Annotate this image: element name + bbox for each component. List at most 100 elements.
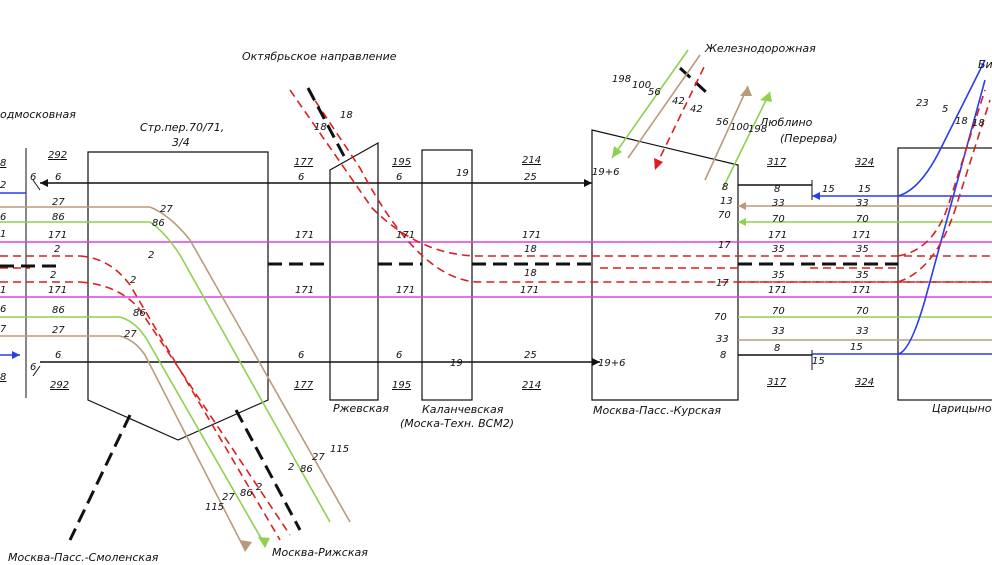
station-lyublino-2: (Перерва) (780, 132, 838, 145)
num-171-col2-top: 171 (295, 230, 314, 241)
arrow-rizhskaya-green (258, 537, 270, 548)
num-115-lower-left: 115 (205, 502, 224, 513)
num-42-zhd-1: 42 (672, 96, 685, 107)
num-317-bottom: 317 (767, 377, 787, 388)
num-33-col5-top: 33 (772, 198, 785, 209)
num-171-col4-top: 171 (522, 230, 541, 241)
num-171-bottom: 171 (48, 285, 67, 296)
num-15-col6-bottom: 15 (850, 342, 863, 353)
num-6-col2-bottom: 6 (298, 350, 304, 361)
arrow-zhd-tan (740, 86, 752, 96)
num-171-col2-bottom: 171 (295, 285, 314, 296)
num-19p6-bottom: 19+6 (598, 358, 625, 369)
num-2-top: 2 (54, 244, 60, 255)
num-8-col5-bottom: 8 (774, 343, 780, 354)
num-15-arrow-bottom: 15 (812, 356, 825, 367)
station-smolenskaya: Москва-Пасс.-Смоленская (8, 551, 159, 564)
split-marks (25, 148, 813, 398)
num-27-diag: 27 (160, 204, 173, 215)
diagonal-lines-left (79, 206, 351, 551)
station-rzhevskaya: Ржевская (333, 402, 389, 415)
num-33-kurskaya: 33 (716, 334, 729, 345)
num-19p6-top: 19+6 (592, 167, 619, 178)
station-kalanchevskaya-1: Каланчевская (422, 403, 504, 416)
num-86-diag-bottom: 86 (133, 308, 146, 319)
num-6-bottom: 6 (55, 350, 61, 361)
num-86-lower-left: 86 (240, 488, 253, 499)
num-100-zhd-right: 100 (730, 122, 749, 133)
num-56-zhd: 56 (648, 87, 661, 98)
num-70-kurskaya-top: 70 (718, 210, 731, 221)
num-27-bottom: 27 (52, 325, 65, 336)
horizontal-lines (0, 182, 992, 363)
num-27-top: 27 (52, 197, 65, 208)
num-324-bottom: 324 (855, 377, 874, 388)
num-18-okt-2: 18 (314, 122, 327, 133)
num-35-col6-bottom: 35 (856, 270, 869, 281)
arrow-left-blue (812, 192, 820, 200)
station-str-line2: 3/4 (172, 136, 190, 149)
box-kurskaya (591, 129, 739, 401)
num-left-1-bottom: 1 (0, 285, 6, 296)
flow-arrows (12, 86, 820, 552)
red-dashed-lines (0, 89, 992, 283)
station-bi: Би (978, 58, 992, 71)
arrow-right-blue (12, 351, 20, 359)
num-6-col3-bottom: 6 (396, 350, 402, 361)
station-kurskaya: Москва-Пасс.-Курская (593, 404, 721, 417)
arrow-right-black (592, 358, 600, 366)
num-171-col3-bottom: 171 (396, 285, 415, 296)
num-292-bottom: 292 (50, 380, 69, 391)
num-18-right-2: 18 (972, 118, 985, 129)
station-boxes (87, 129, 992, 441)
num-317-top: 317 (767, 157, 787, 168)
num-177-bottom: 177 (294, 380, 314, 391)
num-25-bottom: 25 (524, 350, 537, 361)
diagonal-lines-right (611, 49, 991, 355)
num-198-zhd: 198 (612, 74, 631, 85)
num-6-col3-top: 6 (396, 172, 402, 183)
num-2-diag-top: 2 (148, 250, 154, 261)
num-195-top: 195 (392, 157, 411, 168)
num-171-col3-top: 171 (396, 230, 415, 241)
num-100-zhd: 100 (632, 80, 651, 91)
num-23-right: 23 (916, 98, 929, 109)
num-171-col5-top: 171 (768, 230, 787, 241)
num-171-col6-bottom: 171 (852, 285, 871, 296)
num-115-lower-right: 115 (330, 444, 349, 455)
num-70-col5-bottom: 70 (772, 306, 785, 317)
station-podmoskovnaya: одмосковная (0, 108, 76, 121)
arrow-right-black-kurskaya (584, 179, 592, 187)
station-zheleznodorozhnaya: Железнодорожная (704, 42, 816, 55)
station-kalanchevskaya-2: (Моска-Техн. ВСМ2) (400, 417, 514, 430)
line-red-lower (307, 89, 992, 283)
num-171-col4-bottom: 171 (520, 285, 539, 296)
num-2-bottom: 2 (50, 270, 56, 281)
num-70-kurskaya-bottom: 70 (714, 312, 727, 323)
num-171-top: 171 (48, 230, 67, 241)
num-17-kurskaya-bottom: 17 (716, 278, 729, 289)
arrow-zhd-red (654, 158, 663, 170)
rail-segments (0, 66, 898, 541)
box-str-per (87, 151, 269, 441)
num-198-zhd-right: 198 (748, 124, 767, 135)
num-214-top: 214 (522, 155, 541, 166)
arrow-zhd-green (612, 146, 622, 158)
num-35-col6-top: 35 (856, 244, 869, 255)
num-6-bottom-arrow: 6 (30, 362, 36, 373)
box-rzhevskaya (329, 141, 379, 401)
num-left-7: 7 (0, 324, 7, 335)
num-6-top-arrow: 6 (30, 172, 36, 183)
num-left-2: 2 (0, 180, 6, 191)
num-324-top: 324 (855, 157, 874, 168)
num-left-6-bottom: 6 (0, 304, 6, 315)
num-86-diag: 86 (152, 218, 165, 229)
arrow-left-green (738, 218, 746, 226)
num-177-top: 177 (294, 157, 314, 168)
box-tsaritsyno (897, 147, 992, 401)
num-8-kurskaya-bottom: 8 (720, 350, 726, 361)
num-6-top: 6 (55, 172, 61, 183)
num-13-kurskaya: 13 (720, 196, 733, 207)
station-lyublino-1: Люблино (759, 116, 813, 129)
num-19-top: 19 (456, 168, 469, 179)
